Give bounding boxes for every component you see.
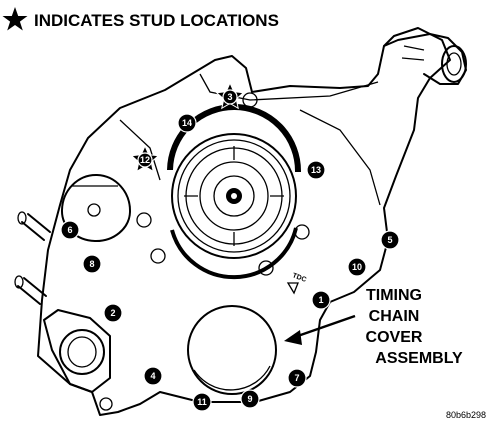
bolt-number: 1 bbox=[318, 295, 323, 305]
figure-code: 80b6b298 bbox=[446, 410, 486, 420]
bolt-circle bbox=[240, 389, 260, 409]
bolt-14: 14 bbox=[177, 113, 197, 133]
bolt-circle bbox=[222, 89, 238, 105]
legend-star-icon bbox=[2, 7, 28, 31]
bolt-circle bbox=[177, 113, 197, 133]
bolt-circle bbox=[380, 230, 400, 250]
bolt-2: 2 bbox=[103, 303, 123, 323]
bolt-number: 10 bbox=[352, 262, 362, 272]
bolt-circle bbox=[103, 303, 123, 323]
callout-line-3: COVER bbox=[366, 329, 423, 346]
bolt-number: 11 bbox=[197, 397, 207, 407]
callout-arrowhead bbox=[284, 330, 302, 345]
bolt-number: 12 bbox=[140, 155, 150, 165]
bolt-circle bbox=[82, 254, 102, 274]
bolt-number: 13 bbox=[311, 165, 321, 175]
bolt-circle bbox=[192, 392, 212, 412]
bolt-6: 6 bbox=[60, 220, 80, 240]
bolt-circle bbox=[143, 366, 163, 386]
bolt-13: 13 bbox=[306, 160, 326, 180]
bolt-7: 7 bbox=[287, 368, 307, 388]
tdc-mark: TDC bbox=[291, 272, 307, 283]
bolt-circle bbox=[287, 368, 307, 388]
bolt-10: 10 bbox=[347, 257, 367, 277]
bolt-9: 9 bbox=[240, 389, 260, 409]
timing-cover-drawing: TDC bbox=[14, 27, 467, 416]
bolt-3-stud: 3 bbox=[215, 81, 245, 110]
bolt-number: 7 bbox=[294, 373, 299, 383]
bolt-number: 9 bbox=[247, 394, 252, 404]
legend: INDICATES STUD LOCATIONS bbox=[2, 7, 279, 31]
callout-timing-chain-cover: TIMING CHAIN COVER ASSEMBLY bbox=[284, 287, 463, 367]
bolt-8: 8 bbox=[82, 254, 102, 274]
bolt-circle bbox=[137, 152, 153, 168]
bolt-circle bbox=[347, 257, 367, 277]
bolt-number: 8 bbox=[89, 259, 94, 269]
bolt-11: 11 bbox=[192, 392, 212, 412]
bolt-number: 4 bbox=[150, 371, 155, 381]
bolt-4: 4 bbox=[143, 366, 163, 386]
callout-line-1: TIMING bbox=[366, 287, 422, 304]
bolt-number: 3 bbox=[227, 92, 232, 102]
callout-line-4: ASSEMBLY bbox=[375, 350, 463, 367]
bolt-1: 1 bbox=[311, 290, 331, 310]
legend-text: INDICATES STUD LOCATIONS bbox=[34, 11, 279, 30]
bolt-12-stud: 12 bbox=[130, 144, 160, 173]
callout-line-2: CHAIN bbox=[369, 308, 420, 325]
bolt-number: 5 bbox=[387, 235, 392, 245]
bolt-number: 2 bbox=[110, 308, 115, 318]
bolt-circle bbox=[306, 160, 326, 180]
bolt-number: 14 bbox=[182, 118, 192, 128]
bolt-number: 6 bbox=[67, 225, 72, 235]
bolt-circle bbox=[60, 220, 80, 240]
bolt-circle bbox=[311, 290, 331, 310]
bolt-5: 5 bbox=[380, 230, 400, 250]
callout-arrow bbox=[291, 314, 356, 340]
